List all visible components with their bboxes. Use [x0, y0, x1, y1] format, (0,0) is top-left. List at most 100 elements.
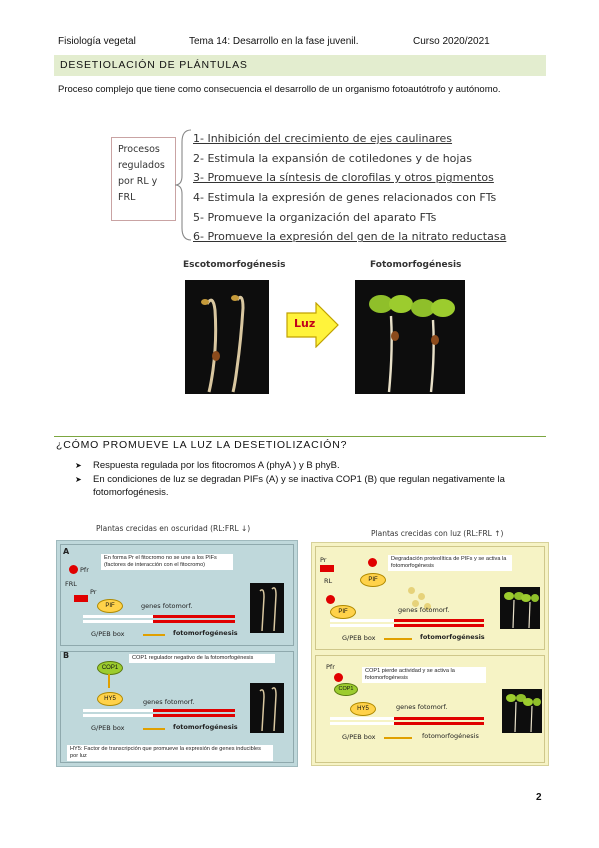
outcome-label: fotomorfogénesis: [422, 732, 479, 740]
brace-icon: [174, 129, 192, 241]
photo-right-label: Fotomorfogénesis: [370, 260, 462, 270]
dark-a-note: En forma Pr el fitocromo no se une a los…: [101, 554, 233, 570]
genes-label: genes fotomorf.: [398, 606, 450, 614]
pr-molecule-icon: [74, 595, 88, 602]
light-b-note: COP1 pierde actividad y se activa la fot…: [362, 667, 486, 683]
pr-label: Pr: [320, 556, 327, 564]
pif-molecule-icon: PIF: [330, 605, 356, 619]
inhibition-arrow-icon: [108, 674, 110, 688]
bullet-text: Respuesta regulada por los fitocromos A …: [93, 460, 340, 471]
deetiolated-seedlings-image: [355, 280, 465, 394]
hy5-molecule-icon: HY5: [350, 702, 376, 716]
processes-box: Procesos regulados por RL y FRL: [111, 137, 176, 221]
dark-panel-title: Plantas crecidas en oscuridad (RL:FRL ↓): [96, 524, 251, 533]
genes-label: genes fotomorf.: [396, 703, 448, 711]
section2-title: ¿CÓMO PROMUEVE LA LUZ LA DESETIOLIZACIÓN…: [56, 439, 348, 451]
bullet-text: En condiciones de luz se degradan PIFs (…: [93, 474, 505, 498]
dna-strand: [330, 619, 394, 622]
section-heading-2: ¿CÓMO PROMUEVE LA LUZ LA DESETIOLIZACIÓN…: [54, 436, 546, 451]
light-panel-title: Plantas crecidas con luz (RL:FRL ↑): [371, 529, 504, 538]
section-title: DESETIOLACIÓN DE PLÁNTULAS: [60, 59, 248, 71]
inhibition-arrow-icon: [143, 728, 165, 730]
etiolated-seedlings-image: [250, 683, 284, 733]
dna-strand: [330, 722, 394, 725]
degraded-pif-icon: [408, 587, 415, 594]
degraded-pif-icon: [412, 600, 419, 607]
gene-strand: [153, 709, 235, 712]
genes-label: genes fotomorf.: [143, 698, 195, 706]
pr-molecule-icon: [320, 565, 334, 572]
section-heading: DESETIOLACIÓN DE PLÁNTULAS: [54, 55, 546, 76]
light-subpanel-a: [315, 546, 545, 650]
intro-text: Proceso complejo que tiene como consecue…: [58, 84, 501, 95]
pfr-label: Pfr: [80, 566, 89, 574]
cop1-molecule-icon: COP1: [334, 683, 358, 696]
dark-b-note: COP1 regulador negativo de la fotomorfog…: [129, 654, 275, 663]
light-panel: Pr Degradación proteolítica de PIFs y se…: [311, 542, 549, 766]
header-course: Fisiología vegetal: [58, 36, 136, 47]
light-arrow-label: Luz: [294, 317, 316, 330]
process-item: 3- Promueve la síntesis de clorofilas y …: [193, 171, 494, 185]
outcome-label: fotomorfogénesis: [173, 723, 238, 731]
degraded-pif-icon: [424, 603, 431, 610]
dark-subpanel-a: [60, 544, 294, 646]
box-label: G/PEB box: [342, 733, 376, 741]
pif-molecule-icon: PIF: [97, 599, 123, 613]
pfr-molecule-icon: [326, 595, 335, 604]
pif-molecule-icon: PIF: [360, 573, 386, 587]
photo-left-label: Escotomorfogénesis: [183, 260, 286, 270]
inhibition-arrow-icon: [143, 634, 165, 636]
process-item: 4- Estimula la expresión de genes relaci…: [193, 191, 497, 205]
dna-strand: [83, 615, 153, 618]
label-b: B: [63, 651, 70, 660]
process-item: 1- Inhibición del crecimiento de ejes ca…: [193, 132, 453, 145]
pr-label: Pr: [90, 588, 97, 596]
light-a-note: Degradación proteolítica de PIFs y se ac…: [388, 555, 512, 571]
gene-strand: [394, 624, 484, 627]
label-a: A: [63, 547, 70, 556]
dna-strand: [83, 620, 153, 623]
dark-panel: A B En forma Pr el fitocromo no se une a…: [56, 540, 298, 767]
activation-arrow-icon: [384, 638, 412, 640]
arrow-bullet-icon: ➤: [75, 475, 82, 484]
outcome-label: fotomorfogénesis: [173, 629, 238, 637]
cop1-molecule-icon: COP1: [97, 661, 123, 675]
dna-strand: [83, 709, 153, 712]
pfr-molecule-icon: [69, 565, 78, 574]
genes-label: genes fotomorf.: [141, 602, 193, 610]
gene-strand: [153, 714, 235, 717]
gene-strand: [153, 615, 235, 618]
outcome-label: fotomorfogénesis: [420, 633, 485, 641]
dna-strand: [330, 624, 394, 627]
degraded-pif-icon: [418, 593, 425, 600]
pfr-molecule-icon: [334, 673, 343, 682]
box-label: G/PEB box: [342, 634, 376, 642]
gene-strand: [394, 717, 484, 720]
gene-strand: [394, 619, 484, 622]
light-subpanel-b: [315, 655, 545, 763]
header-topic: Tema 14: Desarrollo en la fase juvenil.: [189, 36, 359, 47]
light-arrow-icon: [286, 302, 339, 348]
page-number: 2: [536, 792, 542, 803]
process-list: 1- Inhibición del crecimiento de ejes ca…: [193, 132, 506, 250]
etiolated-seedlings-image: [185, 280, 269, 394]
arrow-bullet-icon: ➤: [75, 461, 82, 470]
rl-label: RL: [324, 577, 333, 585]
box-label: G/PEB box: [91, 724, 125, 732]
dna-strand: [330, 717, 394, 720]
processes-box-label: Procesos regulados por RL y FRL: [118, 144, 165, 203]
etiolated-seedlings-image: [250, 583, 284, 633]
process-item: 6- Promueve la expresión del gen de la n…: [193, 230, 507, 244]
deetiolated-seedlings-image: [500, 587, 540, 629]
activation-arrow-icon: [384, 737, 412, 739]
dark-subpanel-b: [60, 651, 294, 763]
pfr-label: Pfr: [326, 663, 335, 671]
process-item: 5- Promueve la organización del aparato …: [193, 210, 437, 224]
box-label: G/PEB box: [91, 630, 125, 638]
gene-strand: [153, 620, 235, 623]
frl-label: FRL: [65, 580, 77, 588]
hy5-molecule-icon: HY5: [97, 692, 123, 706]
process-item: 2- Estimula la expansión de cotiledones …: [193, 151, 472, 165]
deetiolated-seedlings-image: [502, 689, 542, 733]
pfr-molecule-icon: [368, 558, 377, 567]
